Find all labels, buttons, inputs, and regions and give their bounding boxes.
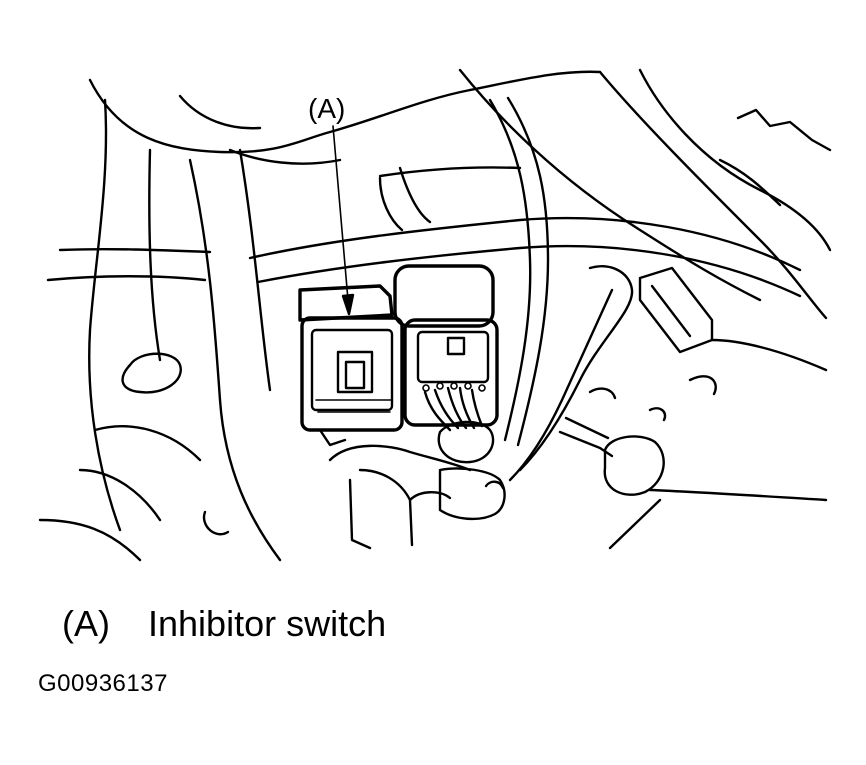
right-upper-block [588,266,828,422]
transmission-housing [88,68,832,320]
inhibitor-switch-illustration: (A) [38,68,832,562]
adjacent-connector [393,264,499,464]
callout-leader-arrow [332,125,355,316]
callout-label: (A) [308,93,345,124]
legend-label: Inhibitor switch [148,603,387,644]
inhibitor-switch-connector [298,284,404,447]
pipes-and-harness [248,96,802,447]
legend: (A) Inhibitor switch [62,603,386,645]
legend-letter: (A) [62,603,110,644]
right-cable-plug [508,265,828,550]
left-frame [38,98,282,562]
mounting-bracket [328,444,506,550]
figure-id: G00936137 [38,670,168,697]
